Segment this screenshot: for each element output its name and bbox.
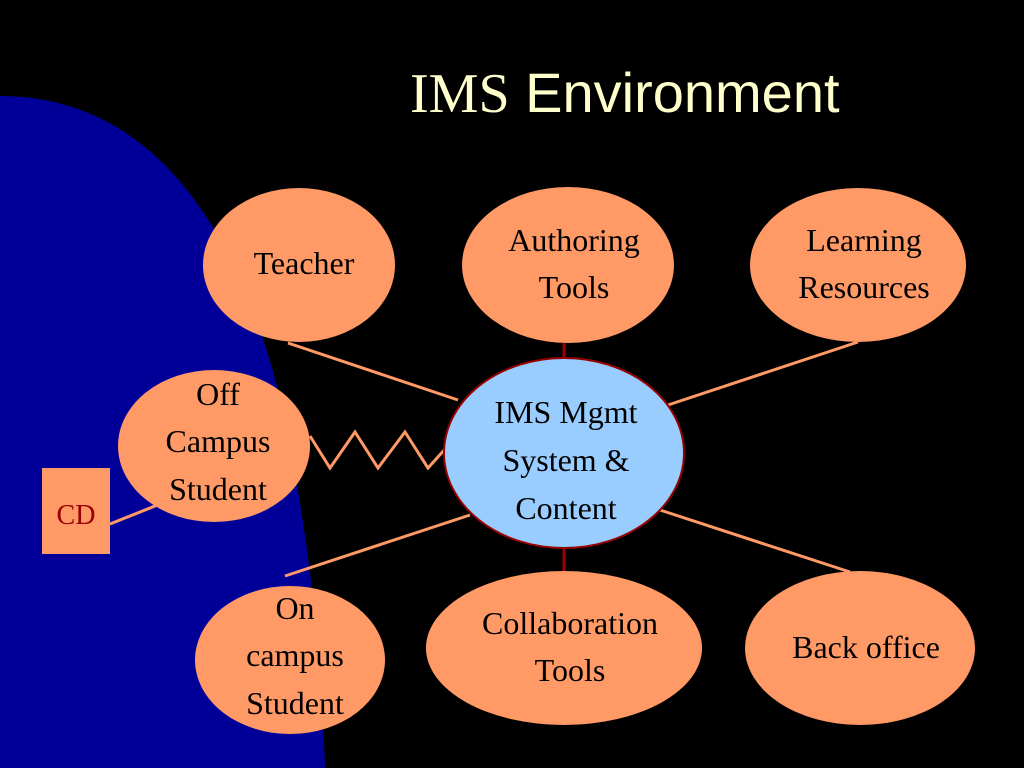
node-collaboration-tools: Collaboration Tools <box>426 571 702 725</box>
node-learning-resources-line2: Resources <box>798 269 930 305</box>
node-learning-resources-line1: Learning <box>806 222 922 258</box>
node-learning-resources: Learning Resources <box>750 188 966 342</box>
node-back-office-label: Back office <box>792 629 940 665</box>
node-ims-center: IMS Mgmt System & Content <box>443 357 685 549</box>
connectors <box>109 340 859 578</box>
node-back-office: Back office <box>745 571 975 725</box>
node-off-campus-student: Off Campus Student <box>118 370 310 522</box>
node-learning-resources-shape <box>750 188 966 342</box>
node-off-campus-student-line3: Student <box>169 471 267 507</box>
node-ims-center-shape <box>443 357 685 549</box>
node-teacher-shape <box>203 188 395 342</box>
connector-teacher <box>287 341 459 402</box>
node-on-campus-student-shape <box>195 586 385 734</box>
connector-off-campus-zigzag <box>308 429 448 471</box>
node-off-campus-student-line1: Off <box>196 376 240 412</box>
connector-learning-resources <box>667 340 859 407</box>
cd-box: CD <box>42 468 110 554</box>
node-on-campus-student-line3: Student <box>246 685 344 721</box>
node-authoring-tools-line2: Tools <box>539 269 610 305</box>
cd-box-shape <box>42 468 110 554</box>
connector-back-office <box>659 508 851 574</box>
connector-cd <box>109 502 161 526</box>
node-authoring-tools-shape <box>462 187 674 343</box>
node-teacher-label: Teacher <box>254 245 355 281</box>
node-on-campus-student-line2: campus <box>246 637 344 673</box>
node-ims-center-line1: IMS Mgmt <box>494 394 637 430</box>
node-on-campus-student: On campus Student <box>195 586 385 734</box>
slide-title: IMS Environment <box>410 58 930 129</box>
node-off-campus-student-shape <box>118 370 310 522</box>
connector-on-campus <box>284 513 471 578</box>
node-on-campus-student-line1: On <box>275 590 314 626</box>
node-ims-center-line3: Content <box>515 490 616 526</box>
title-part-ims: IMS <box>410 63 510 125</box>
node-ims-center-line2: System & <box>502 442 629 478</box>
node-collaboration-tools-line1: Collaboration <box>482 605 658 641</box>
node-back-office-shape <box>745 571 975 725</box>
node-authoring-tools-line1: Authoring <box>508 222 640 258</box>
title-part-environment: Environment <box>509 61 840 124</box>
node-teacher: Teacher <box>203 188 395 342</box>
node-collaboration-tools-shape <box>426 571 702 725</box>
cd-label: CD <box>57 500 96 531</box>
node-authoring-tools: Authoring Tools <box>462 187 674 343</box>
node-off-campus-student-line2: Campus <box>166 423 271 459</box>
node-collaboration-tools-line2: Tools <box>535 652 606 688</box>
